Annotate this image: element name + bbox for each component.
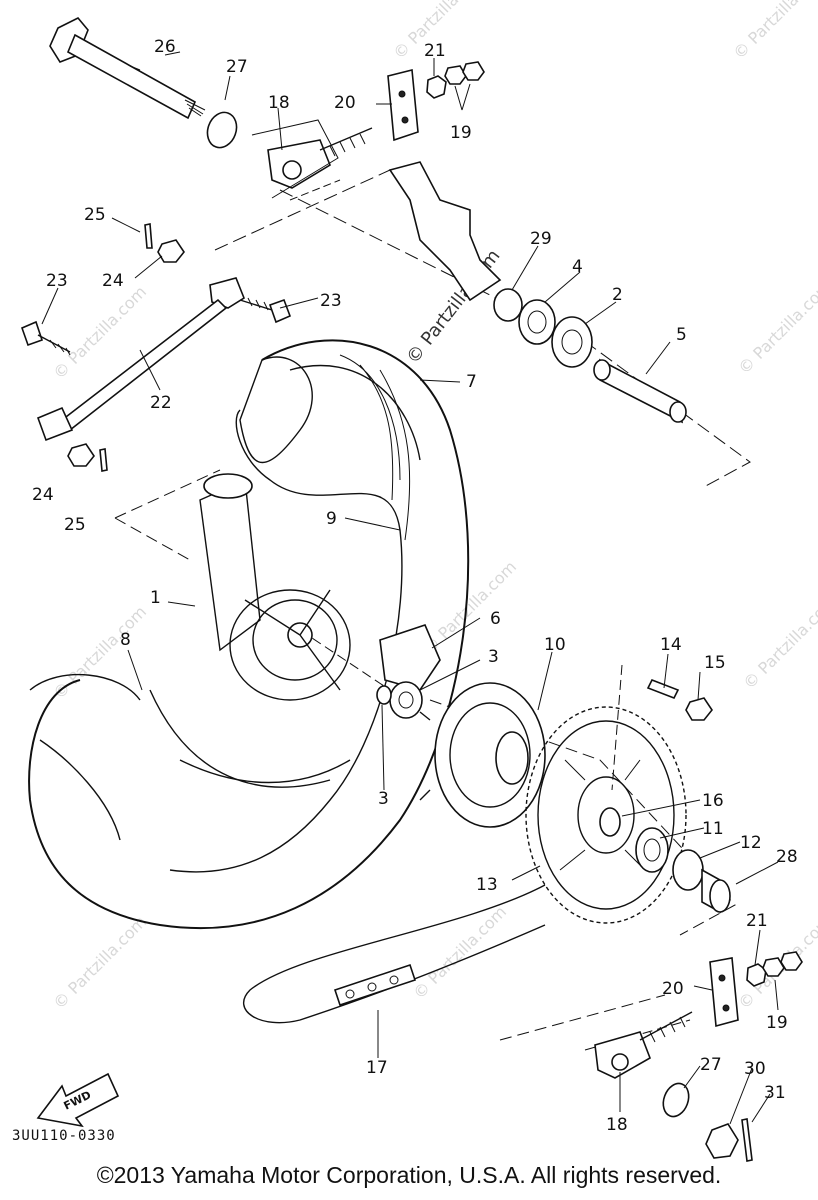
brake-bracket xyxy=(388,161,502,302)
lock-nut-lower xyxy=(762,957,785,977)
axle-nut xyxy=(157,239,185,263)
part-label: 25 xyxy=(64,515,86,535)
part-label: 7 xyxy=(466,372,477,392)
part-label: 21 xyxy=(746,911,768,931)
part-label: 10 xyxy=(544,635,566,655)
sprocket-bearing-inner xyxy=(643,838,661,862)
part-label: 6 xyxy=(490,609,501,629)
axle-nut xyxy=(67,443,95,467)
chain-adjuster xyxy=(251,119,373,199)
cotter-pin xyxy=(144,223,153,249)
stud-bolt xyxy=(646,678,680,700)
rear-axle xyxy=(49,17,206,120)
copyright-notice: ©2013 Yamaha Motor Corporation, U.S.A. A… xyxy=(96,1162,722,1188)
watermark: © Partzilla.com xyxy=(734,277,818,378)
oil-seal xyxy=(672,849,704,891)
drive-chain xyxy=(243,884,546,1024)
part-label: 29 xyxy=(530,229,552,249)
part-label: 27 xyxy=(700,1055,722,1075)
lock-nut-lower xyxy=(780,951,803,971)
part-label: 19 xyxy=(766,1013,788,1033)
collar-face xyxy=(709,879,731,913)
forward-direction-arrow: FWD xyxy=(36,1072,120,1128)
part-label: 3 xyxy=(488,647,499,667)
part-label: 20 xyxy=(662,979,684,999)
part-label: 14 xyxy=(660,635,682,655)
part-label: 21 xyxy=(424,41,446,61)
watermark: © Partzilla.com xyxy=(739,592,818,693)
torque-rod xyxy=(36,277,245,442)
diagram-code: 3UU110-0330 xyxy=(12,1128,116,1144)
wheel-bearings xyxy=(493,288,593,368)
assembly-guide-lines xyxy=(114,169,751,1051)
part-label: 4 xyxy=(572,257,583,277)
adjuster-plate xyxy=(387,68,419,142)
part-label: 13 xyxy=(476,875,498,895)
part-label: 19 xyxy=(450,123,472,143)
part-label: 24 xyxy=(102,271,124,291)
watermark-layer: © Partzilla.com © Partzilla.com © Partzi… xyxy=(49,0,818,1013)
part-label: 20 xyxy=(334,93,356,113)
cotter-pin xyxy=(99,448,108,472)
watermark: © Partzilla.com xyxy=(729,0,818,63)
part-label: 12 xyxy=(740,833,762,853)
washer xyxy=(206,111,238,149)
leader-lines xyxy=(41,51,779,1125)
part-label: 26 xyxy=(154,37,176,57)
brake-caliper xyxy=(379,624,441,691)
part-label: 2 xyxy=(612,285,623,305)
watermark: © Partzilla.com xyxy=(409,902,510,1003)
part-label: 5 xyxy=(676,325,687,345)
wheel-bearing xyxy=(389,681,423,719)
washer-lower xyxy=(662,1082,690,1118)
sprocket-nut xyxy=(685,697,713,721)
part-label: 9 xyxy=(326,509,337,529)
watermark: © Partzilla.com xyxy=(419,557,520,658)
part-label: 18 xyxy=(606,1115,628,1135)
spacer-ring xyxy=(376,685,392,705)
part-label: 25 xyxy=(84,205,106,225)
castle-nut xyxy=(705,1123,739,1159)
spacer-collar xyxy=(593,358,687,424)
part-label: 1 xyxy=(150,588,161,608)
sprocket-bearing xyxy=(635,827,669,873)
part-labels: 1 2 3 3 4 5 6 7 8 9 10 11 12 13 14 15 16… xyxy=(32,37,798,1135)
part-label: 17 xyxy=(366,1058,388,1078)
part-label: 27 xyxy=(226,57,248,77)
part-label: 15 xyxy=(704,653,726,673)
part-label: 16 xyxy=(702,791,724,811)
part-label: 11 xyxy=(702,819,724,839)
chain-adjuster-lower xyxy=(594,1011,693,1079)
lock-nuts xyxy=(426,61,485,99)
part-label: 31 xyxy=(764,1083,786,1103)
part-label: 28 xyxy=(776,847,798,867)
part-label: 30 xyxy=(744,1059,766,1079)
part-label: 3 xyxy=(378,789,389,809)
watermark: © Partzilla.com xyxy=(49,912,150,1013)
part-label: 23 xyxy=(46,271,68,291)
cotter-pin-lower xyxy=(741,1118,753,1162)
sprocket-hub xyxy=(419,682,546,828)
rear-sprocket xyxy=(525,706,687,924)
part-label: 22 xyxy=(150,393,172,413)
part-label: 18 xyxy=(268,93,290,113)
part-label: 24 xyxy=(32,485,54,505)
bolts xyxy=(20,297,292,356)
part-label: 23 xyxy=(320,291,342,311)
lock-nut-lower xyxy=(746,963,767,987)
part-label: 8 xyxy=(120,630,131,650)
rear-wheel xyxy=(28,339,470,929)
hub-spacer xyxy=(599,807,621,837)
adjuster-plate-lower xyxy=(709,957,739,1028)
wheel-bearing-inner xyxy=(398,691,414,709)
